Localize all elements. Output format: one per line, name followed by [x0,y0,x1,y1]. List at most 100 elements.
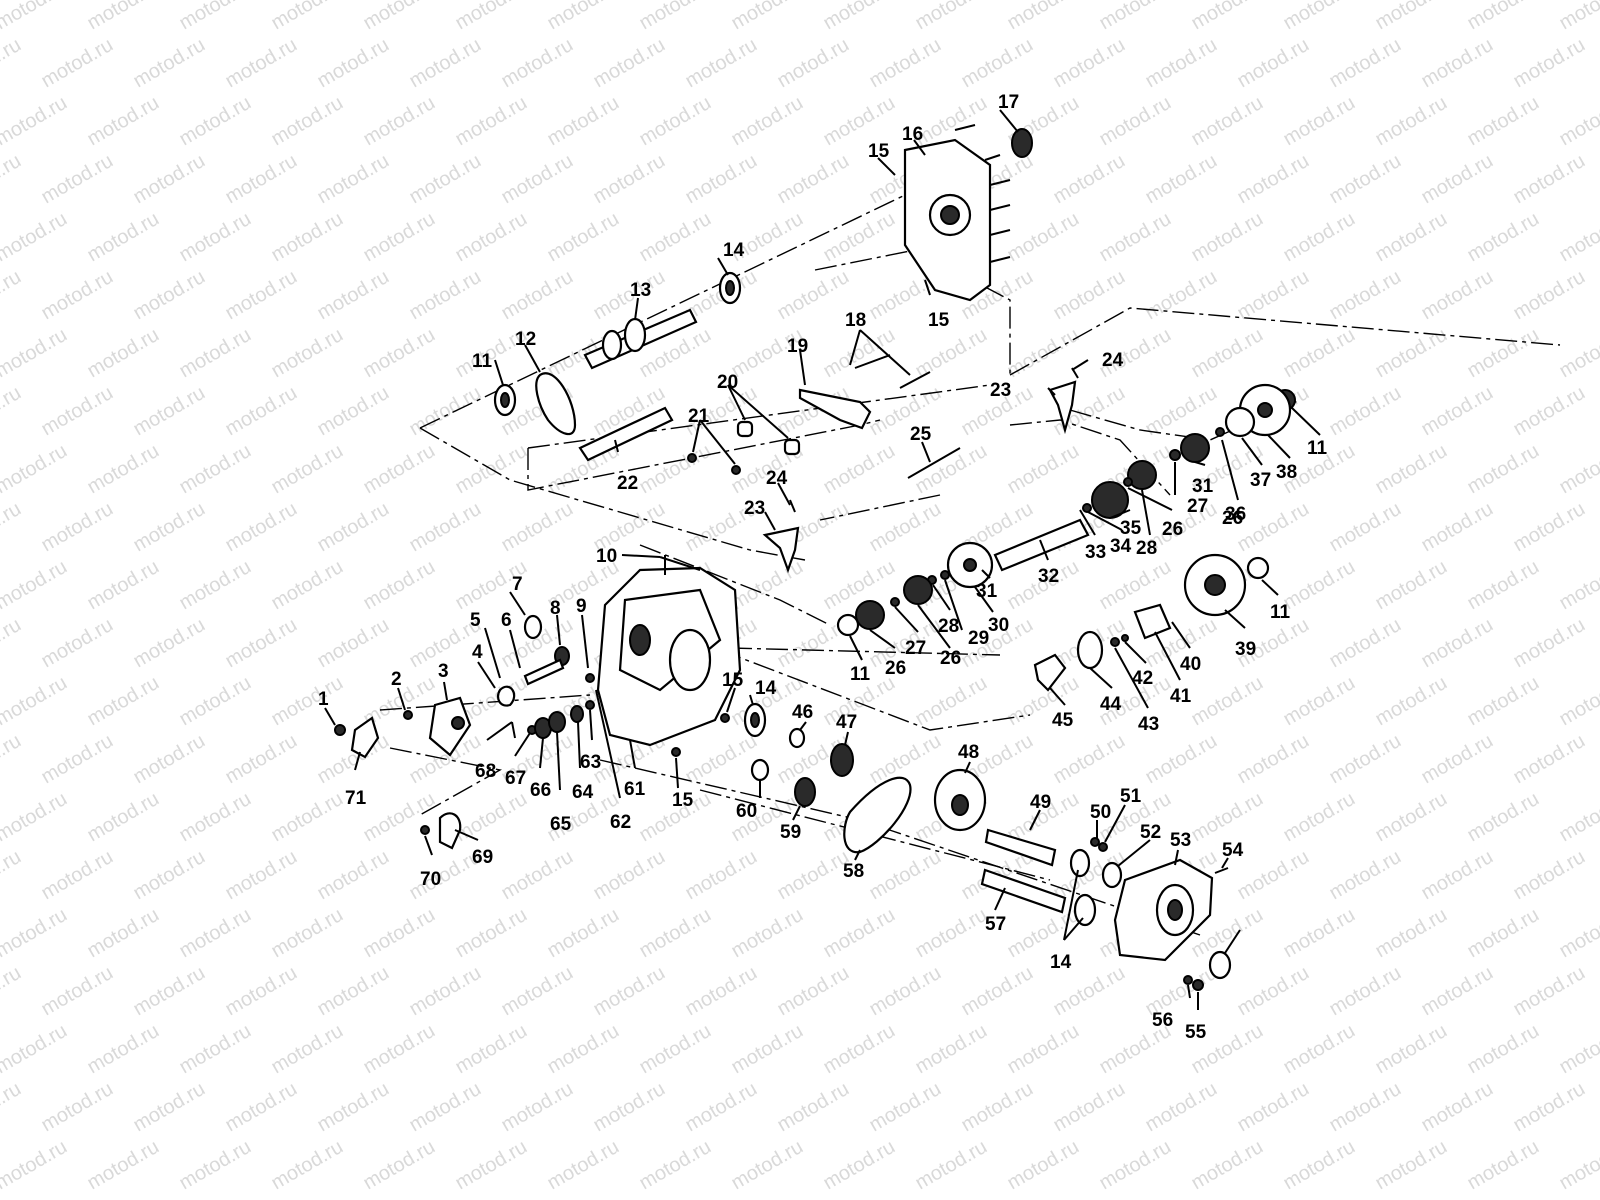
watermark-text: motod.ru [1234,34,1313,93]
watermark-text: motod.ru [406,382,485,441]
watermark-text: motod.ru [0,34,25,93]
watermark-text: motod.ru [544,92,623,151]
watermark-text: motod.ru [406,498,485,557]
watermark-text: motod.ru [1142,730,1221,789]
callout-label: 24 [1102,350,1124,371]
watermark-text: motod.ru [0,92,71,151]
callout-label: 48 [958,742,979,763]
watermark-text: motod.ru [682,962,761,1021]
watermark-text: motod.ru [1280,92,1359,151]
watermark-text: motod.ru [682,730,761,789]
watermark-text: motod.ru [1372,208,1451,267]
watermark-text: motod.ru [728,1020,807,1079]
callout-label: 29 [968,628,989,649]
watermark-text: motod.ru [1188,208,1267,267]
watermark-text: motod.ru [1372,0,1451,34]
watermark-text: motod.ru [84,1136,163,1195]
watermark-text: motod.ru [314,614,393,673]
watermark-text: motod.ru [774,266,853,325]
watermark-text: motod.ru [1372,1020,1451,1079]
watermark-text: motod.ru [774,1078,853,1137]
watermark-text: motod.ru [1188,92,1267,151]
callout-label: 66 [530,780,551,801]
watermark-text: motod.ru [1464,0,1543,34]
watermark-text: motod.ru [38,34,117,93]
watermark-text: motod.ru [268,0,347,34]
watermark-text: motod.ru [866,34,945,93]
callout-label: 65 [550,814,572,835]
watermark-text: motod.ru [130,962,209,1021]
chain-58 [843,776,912,854]
watermark-text: motod.ru [820,0,899,34]
watermark-text: motod.ru [774,962,853,1021]
callout-label: 40 [1180,654,1201,675]
watermark-text: motod.ru [0,382,25,441]
watermark-text: motod.ru [1510,614,1589,673]
watermark-text: motod.ru [360,1136,439,1195]
watermark-text: motod.ru [84,324,163,383]
callout-label: 58 [843,861,864,882]
callout-label: 51 [1120,786,1142,807]
watermark-text: motod.ru [1050,1194,1129,1200]
watermark-text: motod.ru [1556,0,1600,34]
watermark-text: motod.ru [498,498,577,557]
watermark-text: motod.ru [1050,1078,1129,1137]
watermark-text: motod.ru [1510,498,1589,557]
watermark-text: motod.ru [406,962,485,1021]
watermark-text: motod.ru [1326,34,1405,93]
watermark-text: motod.ru [0,440,71,499]
watermark-text: motod.ru [1372,324,1451,383]
watermark-text: motod.ru [406,150,485,209]
watermark-text: motod.ru [84,556,163,615]
callout-label: 15 [928,310,950,331]
watermark-text: motod.ru [452,1020,531,1079]
watermark-text: motod.ru [0,846,25,905]
watermark-text: motod.ru [360,556,439,615]
watermark-text: motod.ru [820,904,899,963]
callout-label: 64 [572,782,594,803]
watermark-text: motod.ru [774,1194,853,1200]
callout-label: 38 [1276,462,1297,483]
watermark-text: motod.ru [1372,904,1451,963]
watermark-text: motod.ru [1280,672,1359,731]
watermark-text: motod.ru [452,208,531,267]
watermark-text: motod.ru [820,1020,899,1079]
watermark-text: motod.ru [544,1020,623,1079]
watermark-text: motod.ru [360,440,439,499]
watermark-text: motod.ru [498,1194,577,1200]
watermark-text: motod.ru [912,0,991,34]
fork-23-upper [1048,380,1077,435]
watermark-text: motod.ru [130,150,209,209]
callout-label: 4 [472,642,483,663]
watermark-text: motod.ru [1556,1020,1600,1079]
watermark-text: motod.ru [1418,846,1497,905]
watermark-text: motod.ru [0,266,25,325]
callout-label: 31 [1192,476,1214,497]
callout-label: 11 [472,351,493,372]
watermark-text: motod.ru [1372,672,1451,731]
watermark-text: motod.ru [636,904,715,963]
watermark-text: motod.ru [452,788,531,847]
watermark-text: motod.ru [360,208,439,267]
callout-label: 21 [688,406,710,427]
watermark-text: motod.ru [1234,150,1313,209]
watermark-text: motod.ru [1510,962,1589,1021]
watermark-text: motod.ru [1556,440,1600,499]
watermark-text: motod.ru [1050,34,1129,93]
watermark-text: motod.ru [1418,382,1497,441]
watermark-text: motod.ru [1372,788,1451,847]
watermark-text: motod.ru [1188,0,1267,34]
watermark-text: motod.ru [1556,1136,1600,1195]
watermark-text: motod.ru [1372,556,1451,615]
callout-label: 68 [475,761,496,782]
watermark-text: motod.ru [0,1194,25,1200]
watermark-text: motod.ru [84,1020,163,1079]
watermark-text: motod.ru [544,1136,623,1195]
callout-label: 17 [998,92,1019,113]
callout-label: 54 [1222,840,1244,861]
watermark-text: motod.ru [1464,1136,1543,1195]
callout-labels: 1 2 3 4 5 6 7 8 9 10 11 11 11 11 12 13 1… [318,92,1328,1043]
watermark-text: motod.ru [406,1194,485,1200]
watermark-text: motod.ru [866,382,945,441]
watermark-text: motod.ru [774,846,853,905]
